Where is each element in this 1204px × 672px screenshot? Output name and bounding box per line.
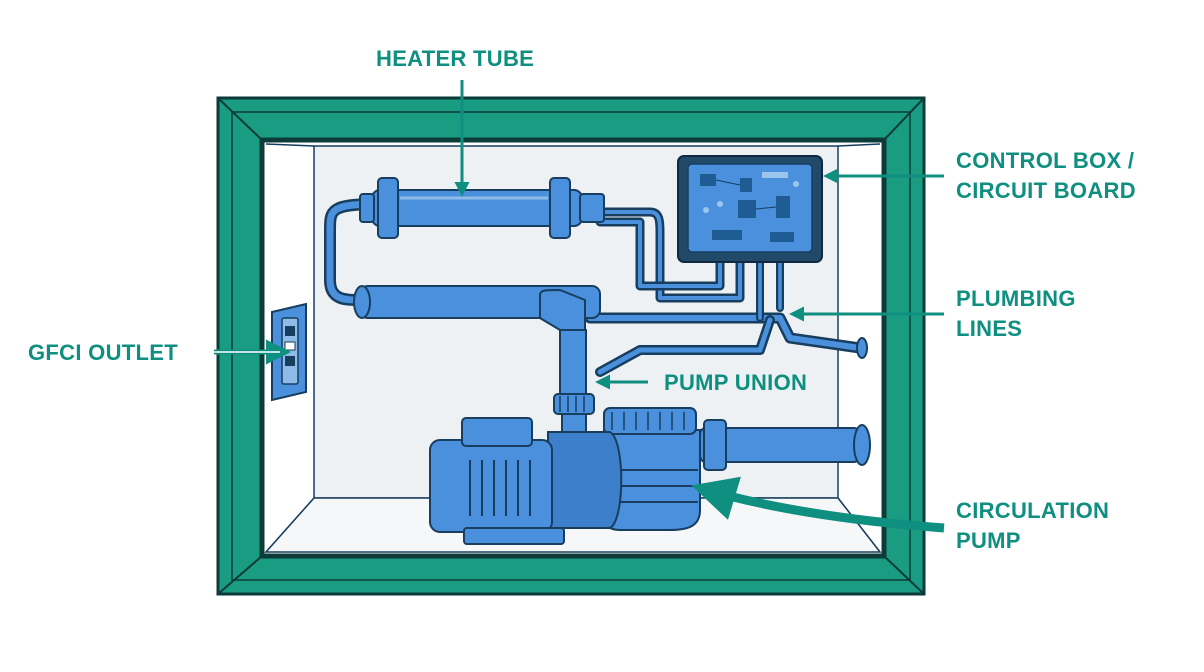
pump-union-label: PUMP UNION xyxy=(664,370,808,395)
gfci-outlet-label: GFCI OUTLET xyxy=(28,340,178,365)
pump-union-icon xyxy=(553,393,595,441)
plumbing-lines-label-line-1: PLUMBING xyxy=(956,286,1076,311)
circulation-pump-arrow xyxy=(691,476,945,533)
control-box-label-line-2: CIRCUIT BOARD xyxy=(956,178,1136,203)
control-box-label-line-1: CONTROL BOX / xyxy=(956,148,1135,173)
callout-arrows xyxy=(214,80,945,533)
circulation-pump-label-line-2: PUMP xyxy=(956,528,1021,553)
control-box-icon xyxy=(677,155,823,263)
plumbing-lines-label-line-2: LINES xyxy=(956,316,1023,341)
plumbing-lines-label: PLUMBING LINES xyxy=(956,284,1076,344)
control-box-label: CONTROL BOX / CIRCUIT BOARD xyxy=(956,146,1136,206)
circulation-pump-label-line-1: CIRCULATION xyxy=(956,498,1110,523)
circulation-pump-icon xyxy=(429,407,871,545)
heater-tube-label: HEATER TUBE xyxy=(376,46,535,71)
riser-pipe xyxy=(539,288,587,411)
circuit-board-icon xyxy=(700,172,799,242)
plumbing-lines xyxy=(324,198,868,377)
circulation-pump-label: CIRCULATION PUMP xyxy=(956,496,1109,556)
